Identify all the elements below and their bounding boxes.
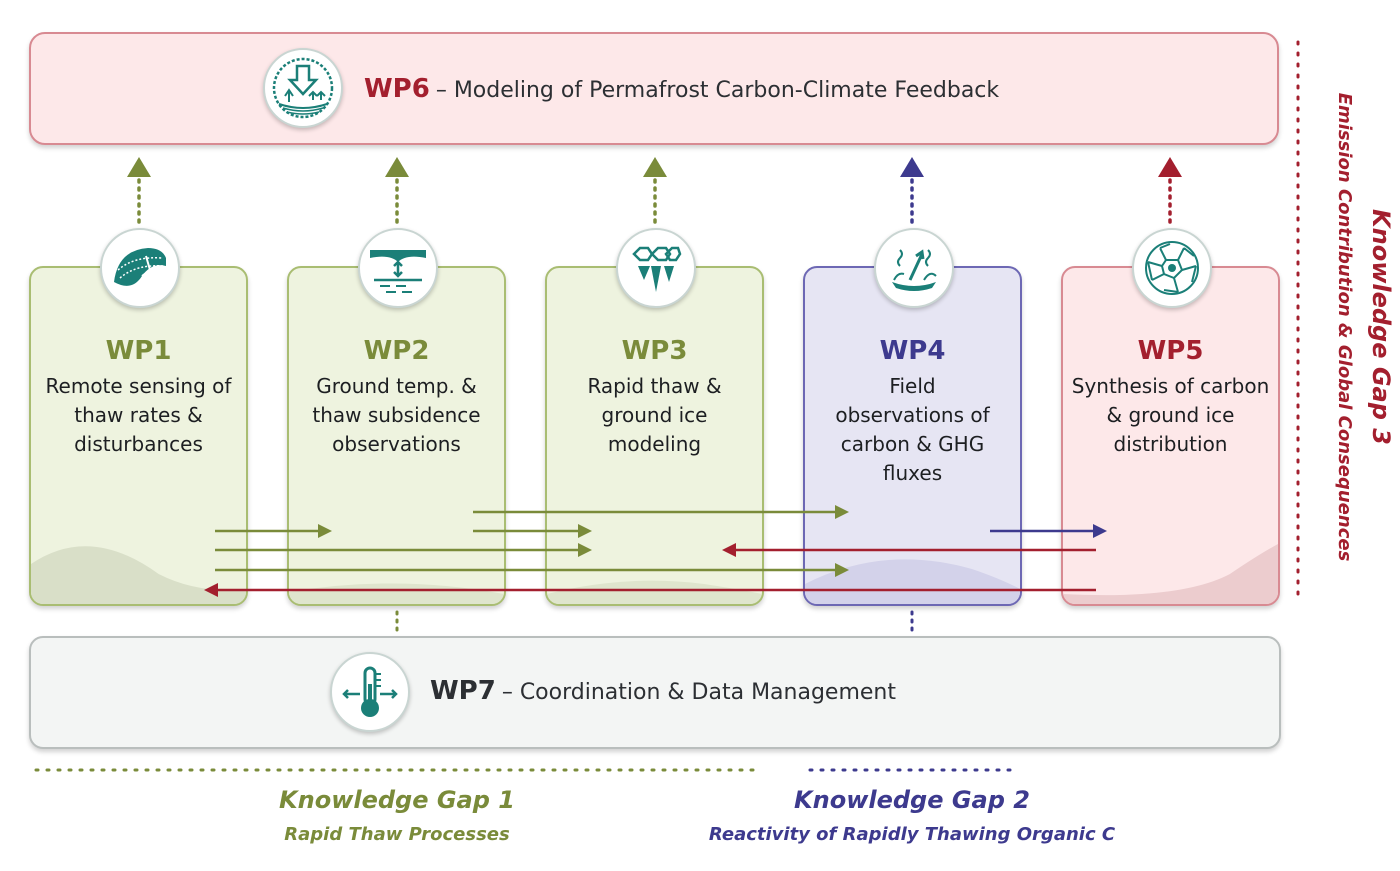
wp5-description: Synthesis of carbon & ground ice distrib… — [1071, 374, 1270, 456]
wp1-code: WP1 — [105, 336, 172, 366]
wp7-title: WP7– Coordination & Data Management — [430, 676, 896, 706]
flow-arrow — [215, 563, 849, 577]
wp3-icon-circle — [616, 228, 696, 308]
wp5-icon-circle — [1132, 228, 1212, 308]
gap2-subtitle: Reactivity of Rapidly Thawing Organic C — [708, 824, 1116, 845]
flow-arrow — [473, 505, 849, 519]
gap2-title: Knowledge Gap 2 — [794, 786, 1030, 814]
wp1-description: Remote sensing of thaw rates & disturban… — [45, 374, 232, 456]
wp2-description: Ground temp. & thaw subsidence observati… — [312, 374, 481, 456]
wp1-icon-circle — [100, 228, 180, 308]
thermometer-icon — [342, 666, 398, 717]
terrain-shape — [547, 580, 762, 604]
terrain-shape — [289, 583, 504, 604]
polygon-network-icon — [1145, 241, 1199, 295]
wp7-box — [29, 636, 1281, 749]
flow-arrow — [990, 524, 1107, 538]
flow-arrow — [722, 543, 1096, 557]
terrain-shape — [31, 546, 246, 604]
gap3-title: Knowledge Gap 3 — [1367, 209, 1395, 445]
wp4-icon-circle — [874, 228, 954, 308]
wp6-icon-circle — [263, 48, 343, 128]
carbon-climate-feedback-icon — [272, 57, 334, 119]
wp6-title: WP6– Modeling of Permafrost Carbon-Clima… — [364, 74, 999, 104]
gap1-title: Knowledge Gap 1 — [279, 786, 515, 814]
up-arrow-wp4 — [900, 157, 924, 224]
wp2-icon-circle — [358, 228, 438, 308]
wp3-code: WP3 — [621, 336, 688, 366]
wp4-code: WP4 — [879, 336, 946, 366]
flow-arrow — [215, 543, 592, 557]
wp7-icon-circle — [330, 652, 410, 732]
wp6-box — [29, 32, 1279, 145]
wp1-box — [29, 266, 248, 606]
gap3-subtitle: Emission Contribution & Global Consequen… — [1334, 92, 1355, 562]
up-arrow-wp2 — [385, 157, 409, 224]
terrain-shape — [1063, 544, 1278, 604]
flux-chamber-icon — [892, 249, 937, 291]
up-arrow-wp1 — [127, 157, 151, 224]
flow-arrow — [215, 524, 332, 538]
wp2-code: WP2 — [363, 336, 430, 366]
wp5-code: WP5 — [1137, 336, 1204, 366]
up-arrow-wp5 — [1158, 157, 1182, 224]
wp7-code: WP7 — [430, 676, 496, 706]
wp7-title-text: – Coordination & Data Management — [501, 680, 896, 705]
gap1-subtitle: Rapid Thaw Processes — [284, 824, 510, 845]
terrain-shape — [805, 559, 1020, 604]
ice-wedge-polygons-icon — [632, 246, 682, 292]
flow-arrow — [204, 583, 1096, 597]
gap3-label: Knowledge Gap 3 Emission Contribution & … — [1315, 92, 1395, 562]
wp6-code: WP6 — [364, 74, 430, 104]
wp4-description: Field observations of carbon & GHG fluxe… — [835, 374, 990, 485]
wp6-title-text: – Modeling of Permafrost Carbon-Climate … — [435, 78, 1000, 103]
wp5-box — [1061, 266, 1280, 606]
up-arrow-wp3 — [643, 157, 667, 224]
remote-sensing-terrain-icon — [114, 248, 166, 286]
wp3-description: Rapid thaw & ground ice modeling — [587, 374, 722, 456]
flow-arrow — [473, 524, 592, 538]
ground-subsidence-icon — [370, 250, 426, 293]
